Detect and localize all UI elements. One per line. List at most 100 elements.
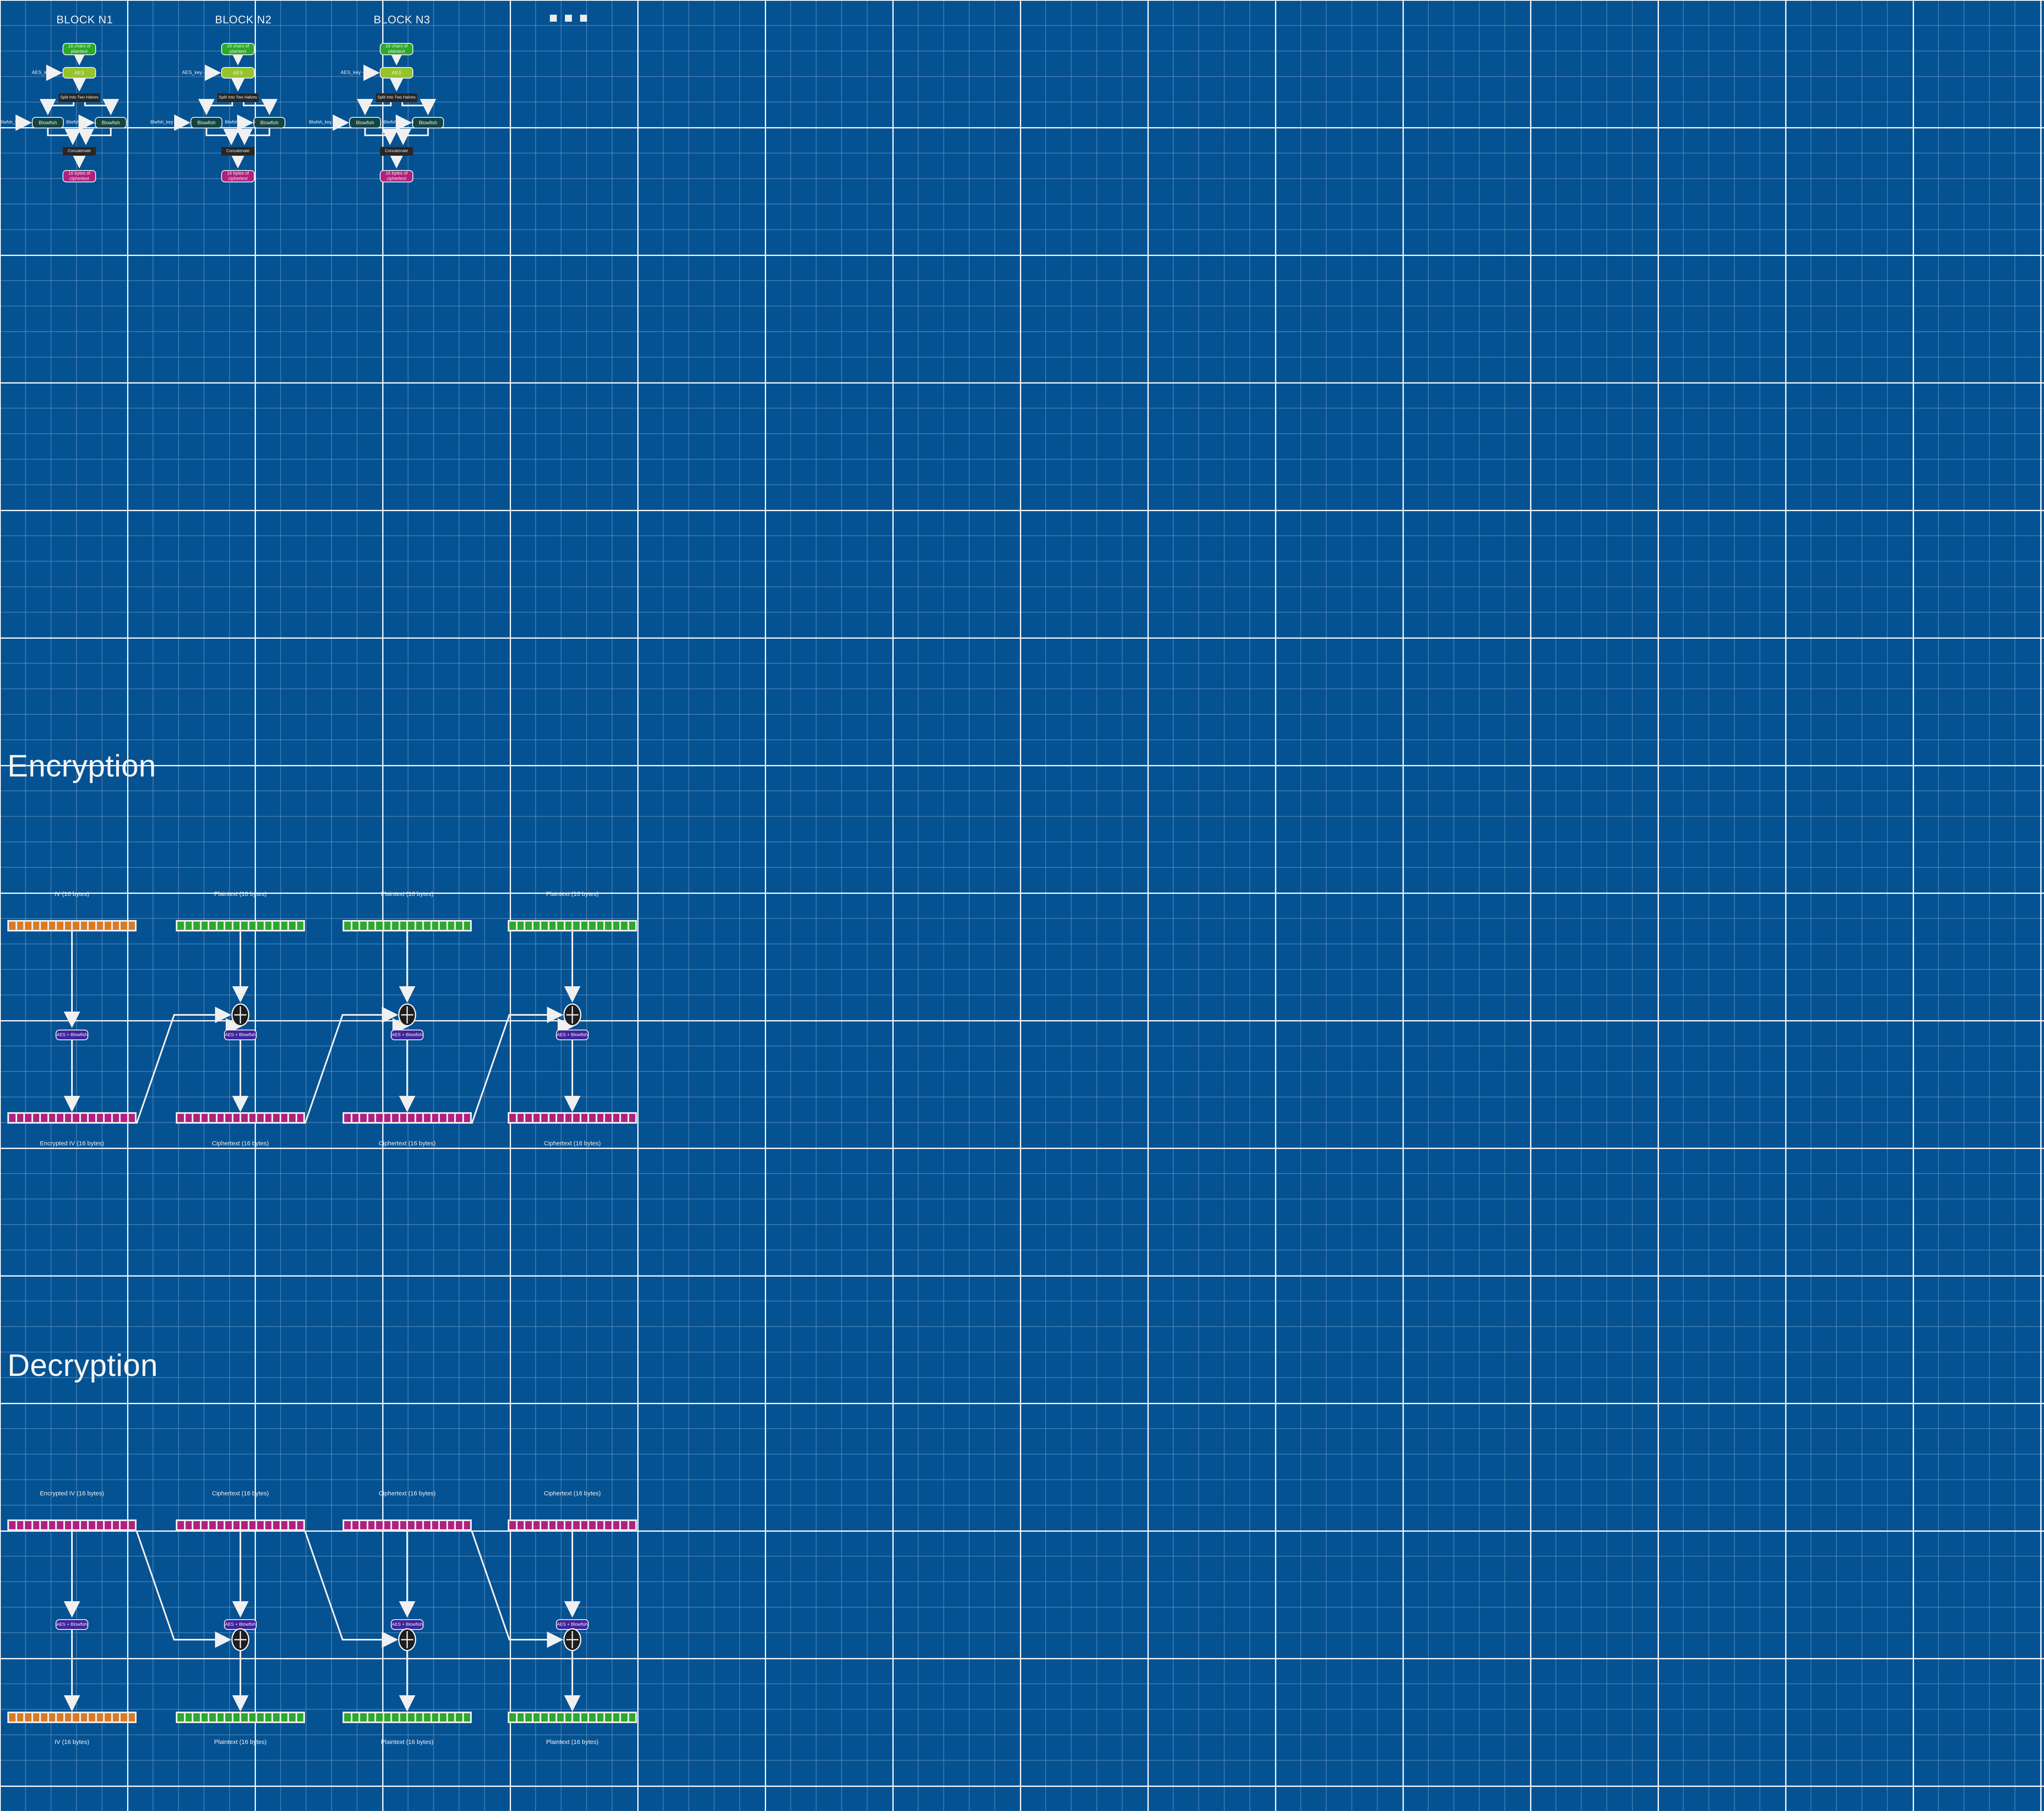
encryption-bottom-label-4: Ciphertext (16 bytes)	[544, 1140, 601, 1147]
byte-cell	[57, 1521, 63, 1529]
encryption-cipher-box-4: AES + Blowfish	[556, 1030, 589, 1040]
byte-cell	[541, 922, 548, 930]
byte-cell	[549, 1114, 556, 1122]
encryption-top-label-1: IV (16 bytes)	[54, 891, 90, 898]
byte-cell	[225, 922, 232, 930]
byte-cell	[9, 1521, 16, 1529]
byte-cell	[352, 922, 359, 930]
byte-cell	[376, 1713, 383, 1721]
byte-cell	[509, 922, 516, 930]
byte-cell	[193, 1521, 200, 1529]
byte-cell	[65, 1114, 71, 1122]
byte-cell	[17, 922, 23, 930]
byte-cell	[621, 922, 628, 930]
byte-cell	[557, 1713, 564, 1721]
decryption-bottom-label-2: Plaintext (16 bytes)	[214, 1739, 267, 1746]
byte-cell	[121, 922, 127, 930]
byte-cell	[177, 922, 184, 930]
byte-cell	[297, 922, 303, 930]
byte-cell	[517, 1521, 524, 1529]
byte-cell	[89, 1114, 95, 1122]
decryption-top-label-2: Ciphertext (16 bytes)	[212, 1490, 269, 1497]
encryption-top-label-4: Plaintext (16 bytes)	[546, 891, 599, 898]
byte-cell	[557, 1114, 564, 1122]
decryption-top-bytebar-4	[508, 1519, 637, 1531]
byte-cell	[33, 1713, 39, 1721]
encryption-xor-4	[563, 1003, 581, 1026]
byte-cell	[177, 1521, 184, 1529]
decryption-bottom-label-3: Plaintext (16 bytes)	[381, 1739, 434, 1746]
byte-cell	[112, 1114, 119, 1122]
byte-cell	[432, 1713, 438, 1721]
byte-cell	[121, 1521, 127, 1529]
plaintext-box-1: 16 chars of plaintext	[63, 43, 96, 55]
byte-cell	[589, 922, 596, 930]
byte-cell	[565, 1713, 572, 1721]
byte-cell	[241, 922, 248, 930]
blowfish-key-right-label-1: Blwfsh_key + 1	[66, 120, 97, 125]
byte-cell	[128, 1521, 135, 1529]
byte-cell	[121, 1114, 127, 1122]
byte-cell	[573, 1521, 580, 1529]
aes-key-label-2: AES_key + 1	[182, 70, 211, 75]
encryption-bottom-bytebar-2	[176, 1112, 305, 1124]
byte-cell	[185, 1114, 192, 1122]
byte-cell	[416, 1713, 422, 1721]
encryption-bottom-bytebar-1	[7, 1112, 137, 1124]
byte-cell	[581, 1114, 587, 1122]
decryption-top-bytebar-3	[343, 1519, 472, 1531]
encryption-top-bytebar-3	[343, 920, 472, 931]
encryption-top-label-3: Plaintext (16 bytes)	[381, 891, 434, 898]
byte-cell	[613, 1521, 619, 1529]
encryption-bottom-label-1: Encrypted IV (16 bytes)	[40, 1140, 104, 1147]
aes-box-2: AES	[221, 67, 255, 79]
byte-cell	[17, 1114, 23, 1122]
byte-cell	[233, 922, 240, 930]
block-title-2: BLOCK N2	[215, 13, 272, 26]
byte-cell	[273, 1713, 280, 1721]
byte-cell	[456, 1114, 462, 1122]
byte-cell	[209, 922, 216, 930]
ellipsis-dot	[580, 15, 587, 22]
byte-cell	[33, 922, 39, 930]
byte-cell	[573, 922, 580, 930]
encryption-bottom-label-3: Ciphertext (16 bytes)	[379, 1140, 436, 1147]
byte-cell	[25, 1521, 31, 1529]
byte-cell	[112, 1713, 119, 1721]
byte-cell	[217, 1521, 224, 1529]
encryption-section-title: Encryption	[7, 749, 157, 783]
byte-cell	[105, 1713, 111, 1721]
byte-cell	[517, 922, 524, 930]
byte-cell	[597, 922, 603, 930]
byte-cell	[464, 1713, 470, 1721]
byte-cell	[509, 1521, 516, 1529]
byte-cell	[509, 1114, 516, 1122]
byte-cell	[96, 1521, 103, 1529]
byte-cell	[9, 1114, 16, 1122]
byte-cell	[9, 1713, 16, 1721]
byte-cell	[408, 1521, 415, 1529]
byte-cell	[408, 922, 415, 930]
decryption-xor-2	[231, 1628, 249, 1651]
byte-cell	[541, 1521, 548, 1529]
ciphertext-box-3: 16 bytes of ciphertext	[380, 170, 413, 182]
blowfish-key-left-label-1: Blwfsh_key	[0, 120, 22, 125]
decryption-xor-4	[563, 1628, 581, 1651]
decryption-bottom-bytebar-4	[508, 1712, 637, 1723]
byte-cell	[589, 1114, 596, 1122]
byte-cell	[297, 1713, 303, 1721]
encryption-xor-2	[231, 1003, 249, 1026]
byte-cell	[81, 1521, 87, 1529]
byte-cell	[17, 1521, 23, 1529]
byte-cell	[49, 1521, 55, 1529]
byte-cell	[81, 1114, 87, 1122]
byte-cell	[352, 1521, 359, 1529]
byte-cell	[96, 1114, 103, 1122]
byte-cell	[281, 1521, 287, 1529]
decryption-top-bytebar-1	[7, 1519, 137, 1531]
block-title-1: BLOCK N1	[56, 13, 113, 26]
decryption-bottom-bytebar-2	[176, 1712, 305, 1723]
byte-cell	[440, 922, 446, 930]
encryption-top-label-2: Plaintext (16 bytes)	[214, 891, 267, 898]
byte-cell	[344, 1521, 351, 1529]
